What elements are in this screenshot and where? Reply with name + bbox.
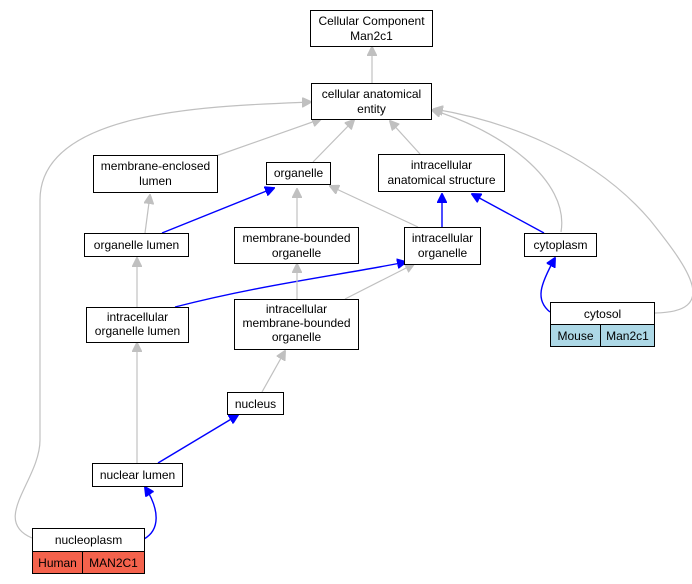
node-label: nuclear lumen [100,468,175,482]
node-nucleus[interactable]: nucleus [227,392,284,415]
node-cytoplasm[interactable]: cytoplasm [524,233,597,257]
node-label: cellular anatomical [322,87,421,101]
node-label: intracellular [107,310,168,324]
node-cellular-anatomical-entity[interactable]: cellular anatomical entity [311,83,432,120]
edges [14,47,692,540]
edge-cytosol-to-cytoplasm [540,258,555,313]
edge-nuclear-lumen-to-nucleus [157,415,238,464]
node-label: organelle [418,246,468,260]
edge-intracellular-organelle-lumen-to-intracellular-organelle [174,262,406,308]
edge-nucleoplasm-to-cellular-anatomical-entity [14,102,311,539]
node-label: Cellular Component [318,14,425,28]
node-label: organelle [272,246,322,260]
node-label: membrane-bounded [242,231,350,245]
edge-organelle-lumen-to-membrane-enclosed-lumen [145,195,150,234]
node-label: intracellular [411,158,472,172]
node-label: organelle [274,166,324,180]
node-label: nucleus [235,397,276,411]
edge-cytosol-to-cellular-anatomical-entity [434,109,692,314]
edge-organelle-to-cellular-anatomical-entity [312,120,354,163]
node-label: intracellular [412,231,473,245]
node-label: organelle lumen [95,324,180,338]
annotation-species-label: Mouse [557,329,593,343]
node-label: lumen [139,174,172,188]
node-label: cytoplasm [533,238,587,252]
node-label: nucleoplasm [55,533,122,547]
node-cellular-component[interactable]: Cellular Component Man2c1 [310,10,433,47]
node-membrane-bounded-organelle[interactable]: membrane-bounded organelle [234,227,359,264]
edge-nucleoplasm-to-nuclear-lumen [143,487,157,540]
node-organelle[interactable]: organelle [266,162,331,185]
node-intracellular-membrane-bounded-organelle[interactable]: intracellular membrane-bounded organelle [234,299,359,350]
edge-intracellular-anatomical-structure-to-cellular-anatomical-entity [390,121,421,155]
edge-cytoplasm-to-intracellular-anatomical-structure [472,194,545,234]
edge-membrane-enclosed-lumen-to-cellular-anatomical-entity [215,119,321,157]
node-label: Man2c1 [350,29,393,43]
edge-intracellular-membrane-bounded-organelle-to-intracellular-organelle [344,264,414,300]
annotation-cell-cytosol-gene [600,324,655,347]
node-intracellular-organelle-lumen[interactable]: intracellular organelle lumen [86,307,189,343]
edge-nucleus-to-intracellular-membrane-bounded-organelle [261,351,285,393]
annotation-gene-label: Man2c1 [606,329,649,343]
node-nuclear-lumen[interactable]: nuclear lumen [92,463,183,487]
annotation-gene-label: MAN2C1 [89,556,138,570]
node-nucleoplasm[interactable]: nucleoplasm Human MAN2C1 [32,528,145,574]
node-label: membrane-enclosed [101,159,210,173]
node-membrane-enclosed-lumen[interactable]: membrane-enclosed lumen [93,155,218,193]
edge-organelle-lumen-to-organelle [161,188,274,234]
node-label: cytosol [584,307,621,321]
node-label: membrane-bounded [242,316,350,330]
annotation-cell-nucleoplasm-gene [82,551,145,574]
node-label: intracellular [266,302,327,316]
annotation-species-label: Human [38,556,77,570]
node-label: organelle [272,330,322,344]
node-label: entity [357,102,386,116]
node-cytosol[interactable]: cytosol Mouse Man2c1 [550,302,655,347]
node-label: anatomical structure [387,173,495,187]
edge-intracellular-organelle-to-organelle [330,186,419,228]
edge-cytoplasm-to-cellular-anatomical-entity [432,110,563,233]
node-organelle-lumen[interactable]: organelle lumen [84,233,189,257]
node-label: organelle lumen [94,238,179,252]
node-intracellular-anatomical-structure[interactable]: intracellular anatomical structure [378,154,505,192]
node-intracellular-organelle[interactable]: intracellular organelle [404,227,481,265]
